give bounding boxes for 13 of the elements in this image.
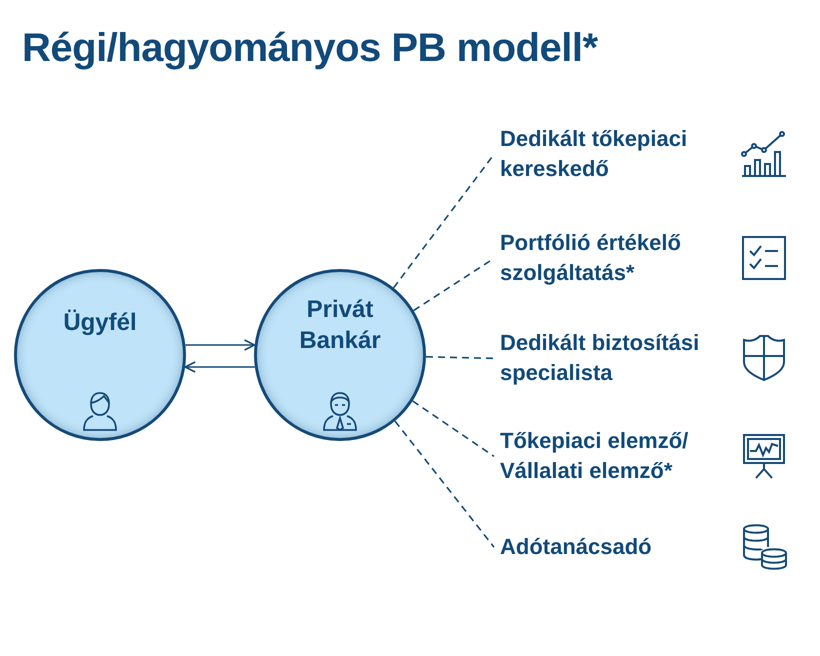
node-label: Ügyfél (63, 308, 137, 338)
role-label: Tőkepiaci elemző/ Vállalati elemző* (500, 426, 745, 487)
role-label: Dedikált tőkepiaci kereskedő (500, 124, 745, 185)
dashed-connector (394, 420, 495, 548)
dashed-connector (426, 356, 494, 360)
dashed-connector (412, 400, 494, 458)
title: Régi/hagyományos PB modell* (22, 26, 598, 71)
role-label: Dedikált biztosítási specialista (500, 328, 745, 389)
arrow (185, 339, 256, 351)
role-label: Portfólió értékelő szolgáltatás* (500, 228, 745, 289)
role-label: Adótanácsadó (500, 532, 745, 562)
node-label: Privát Bankár (298, 295, 382, 356)
arrow (184, 361, 255, 373)
